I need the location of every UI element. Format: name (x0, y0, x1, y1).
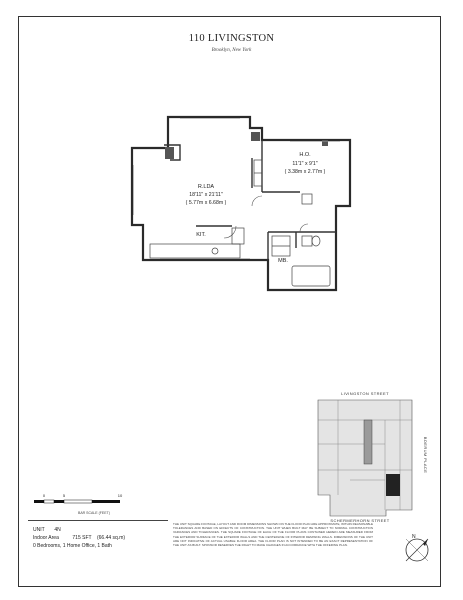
north-compass: N (405, 534, 429, 562)
door-swings (223, 195, 309, 239)
unit-value: 4N (54, 527, 61, 533)
legal-disclaimer: THE UNIT SQUARE FOOTAGE, LAYOUT AND ROOM… (173, 522, 373, 548)
closets (253, 159, 313, 205)
windows (133, 118, 340, 259)
indoor-area-row: Indoor Area 715 SFT (66.44 sq.m) (33, 534, 125, 542)
scale-tick-0: 0 (43, 493, 46, 498)
area-label: Indoor Area (33, 535, 59, 541)
building-location: Brooklyn, New York (211, 48, 252, 53)
living-room-dimensions: 18'11" x 21'11" (189, 192, 223, 198)
street-north-label: LIVINGSTON STREET (341, 391, 389, 396)
unit-info: UNIT 4N Indoor Area 715 SFT (66.44 sq.m)… (33, 526, 125, 550)
living-room-label: R.LDA (198, 184, 215, 190)
bar-scale: 0 5 10 (34, 493, 123, 504)
unit-label: UNIT (33, 527, 45, 533)
kitchen-counter (149, 227, 245, 259)
area-value: 715 SFT (72, 535, 92, 541)
bar-scale-label: BAR SCALE (FEET) (78, 511, 110, 515)
structural-columns (165, 132, 328, 159)
home-office-dimensions: 11'1" x 9'1" (292, 161, 317, 167)
bath-fixtures (271, 235, 331, 287)
kitchen-label: KIT. (196, 232, 206, 238)
bath-label: MB. (278, 258, 288, 264)
living-room-metric: ( 5.77m x 6.68m ) (186, 200, 227, 206)
area-metric: (66.44 sq.m) (96, 535, 126, 541)
home-office-label: H.O. (299, 152, 311, 158)
footer-divider (28, 520, 168, 521)
street-east-label: BOERUM PLACE (423, 437, 428, 474)
key-plan: LIVINGSTON STREET SCHERMERHORN STREET BO… (317, 391, 428, 523)
street-south-label: SCHERMERHORN STREET (330, 518, 389, 523)
unit-number-row: UNIT 4N (33, 526, 125, 534)
unit-location-marker (386, 474, 400, 496)
scale-tick-10: 10 (118, 493, 123, 498)
room-summary: 0 Bedrooms, 1 Home Office, 1 Bath (33, 543, 112, 549)
scale-tick-5: 5 (63, 493, 66, 498)
building-title: 110 LIVINGSTON (188, 33, 275, 44)
compass-north-label: N (412, 534, 416, 540)
unit-outline (130, 115, 352, 292)
home-office-metric: ( 3.38m x 2.77m ) (285, 169, 326, 175)
key-plan-core (363, 419, 373, 465)
